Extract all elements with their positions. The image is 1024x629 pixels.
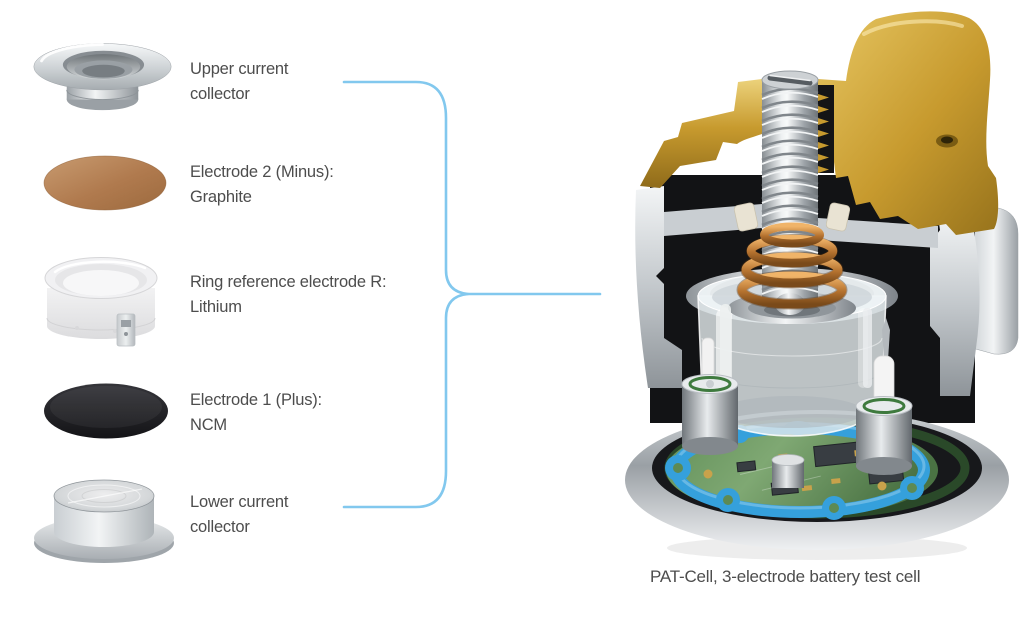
inner-ceramic-rail: [863, 308, 872, 388]
rod-teeth: [818, 94, 829, 173]
label-line: NCM: [190, 416, 227, 434]
brass-screw: [703, 469, 713, 479]
electrode-1-ncm-image: [44, 383, 168, 439]
label-electrode-2: Electrode 2 (Minus): Graphite: [190, 160, 334, 210]
brass-screw: [877, 481, 887, 491]
copper-spring: [736, 222, 848, 310]
label-line: collector: [190, 518, 250, 536]
label-upper-current-collector: Upper current collector: [190, 57, 288, 107]
figure-caption: PAT-Cell, 3-electrode battery test cell: [650, 567, 921, 586]
label-line: Electrode 2 (Minus):: [190, 163, 334, 181]
lower-current-collector-image: [34, 479, 174, 563]
gold-wing: [818, 11, 999, 236]
ceramic-insulators: [733, 202, 851, 232]
brace-connector: [342, 80, 602, 509]
pcb-standoff: [771, 454, 805, 488]
label-line: Upper current: [190, 60, 289, 78]
left-contact-pin: [681, 337, 739, 455]
pat-cell-render: [625, 11, 1019, 560]
label-line: Graphite: [190, 188, 252, 206]
label-lower-current-collector: Lower current collector: [190, 490, 288, 540]
ring-reference-electrode-image: [44, 257, 158, 347]
label-line: collector: [190, 85, 250, 103]
right-contact-pin: [855, 318, 913, 475]
label-electrode-1: Electrode 1 (Plus): NCM: [190, 388, 322, 438]
label-line: Lithium: [190, 298, 242, 316]
label-line: Lower current: [190, 493, 289, 511]
electrode-2-graphite-image: [43, 155, 167, 211]
label-line: Electrode 1 (Plus):: [190, 391, 322, 409]
upper-current-collector-image: [33, 43, 172, 111]
label-line: Ring reference electrode R:: [190, 273, 387, 291]
label-ring-reference-electrode: Ring reference electrode R: Lithium: [190, 270, 387, 320]
gold-lid: [640, 11, 999, 236]
